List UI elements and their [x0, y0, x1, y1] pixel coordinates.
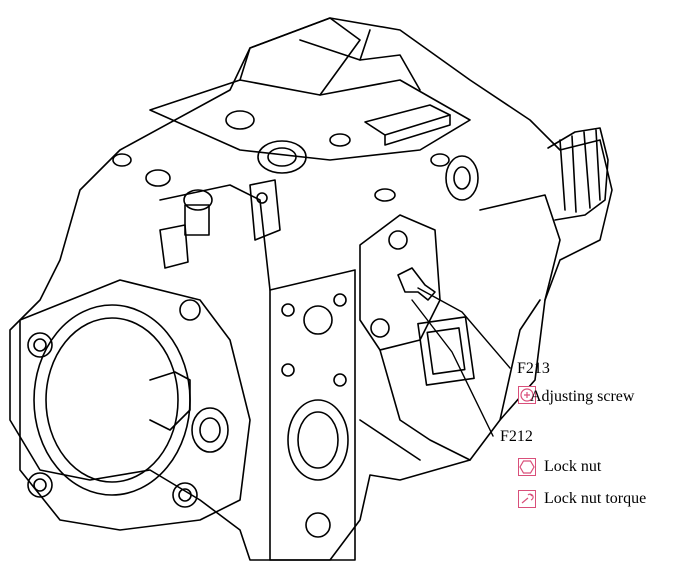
top-plate [149, 79, 471, 161]
torque-wrench-icon [518, 490, 536, 508]
callout-text-lock-nut-torque: Lock nut torque [544, 490, 647, 507]
callout-code-f213: F213 [517, 360, 550, 377]
front-flange [19, 279, 251, 531]
callout-text-adjusting-screw: Adjusting screw [530, 388, 635, 405]
spline-shaft [547, 127, 609, 221]
pump-housing-outline [9, 17, 613, 561]
leader-line-f212 [411, 299, 494, 437]
leader-line-f213 [417, 287, 511, 369]
adjuster-plate [359, 214, 441, 351]
callout-text-lock-nut: Lock nut [544, 458, 602, 475]
adjusting-screw [397, 267, 436, 301]
side-port-block [269, 269, 356, 561]
callout-code-f212: F212 [500, 428, 533, 445]
adjusting-screw-icon [518, 386, 536, 404]
hex-nut-icon [518, 458, 536, 476]
top-bracket [364, 104, 451, 136]
